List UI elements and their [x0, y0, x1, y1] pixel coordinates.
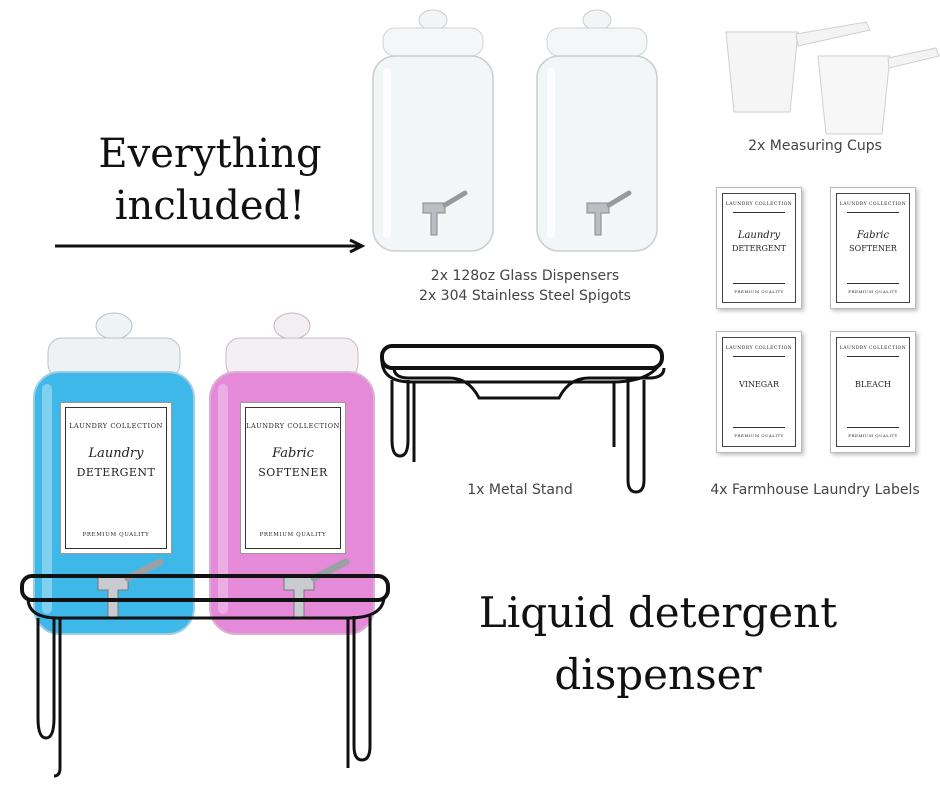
label-script-text: Fabric: [856, 230, 890, 241]
headline-line-1: Everything: [98, 131, 322, 177]
dispensers-caption-line-2: 2x 304 Stainless Steel Spigots: [419, 288, 631, 304]
jar-label-softener: LAUNDRY COLLECTION Fabric SOFTENER PREMI…: [240, 402, 346, 554]
headline-everything: Everything included!: [80, 128, 340, 232]
label-collection-text: LAUNDRY COLLECTION: [725, 202, 793, 207]
jar-label-collection-text: LAUNDRY COLLECTION: [246, 422, 340, 430]
empty-glass-dispenser-right: [536, 9, 658, 252]
label-card-softener: LAUNDRY COLLECTION Fabric SOFTENER PREMI…: [830, 187, 916, 309]
dispensers-caption-line-1: 2x 128oz Glass Dispensers: [430, 268, 620, 284]
jar-label-script-text: Laundry: [88, 446, 144, 461]
jar-label-detergent: LAUNDRY COLLECTION Laundry DETERGENT PRE…: [60, 402, 172, 554]
label-quality-text: PREMIUM QUALITY: [848, 289, 898, 294]
jar-label-main-text: DETERGENT: [76, 466, 156, 479]
label-card-detergent: LAUNDRY COLLECTION Laundry DETERGENT PRE…: [716, 187, 802, 309]
labels-caption: 4x Farmhouse Laundry Labels: [710, 482, 920, 498]
headline-bottom-line-2: dispenser: [554, 650, 762, 699]
empty-glass-dispenser-left: [372, 9, 494, 252]
stand-with-jars-icon: [20, 574, 390, 778]
label-card-vinegar: LAUNDRY COLLECTION VINEGAR PREMIUM QUALI…: [716, 331, 802, 453]
dispensers-caption: 2x 128oz Glass Dispensers 2x 304 Stainle…: [380, 266, 670, 306]
label-main-text: DETERGENT: [731, 244, 787, 253]
measuring-cup-icon: [725, 21, 940, 135]
label-card-bleach: LAUNDRY COLLECTION BLEACH PREMIUM QUALIT…: [830, 331, 916, 453]
label-main-text: BLEACH: [855, 380, 891, 389]
jar-label-script-text: Fabric: [272, 446, 314, 461]
label-collection-text: LAUNDRY COLLECTION: [725, 346, 793, 351]
headline-line-2: included!: [114, 183, 306, 229]
label-script-text: Laundry: [737, 230, 781, 241]
label-quality-text: PREMIUM QUALITY: [848, 433, 898, 438]
cups-caption: 2x Measuring Cups: [748, 138, 882, 154]
label-collection-text: LAUNDRY COLLECTION: [839, 346, 907, 351]
label-collection-text: LAUNDRY COLLECTION: [839, 202, 907, 207]
jar-label-collection-text: LAUNDRY COLLECTION: [69, 422, 163, 430]
label-main-text: VINEGAR: [739, 380, 779, 389]
label-main-text: SOFTENER: [849, 244, 897, 253]
headline-bottom-line-1: Liquid detergent: [478, 588, 838, 637]
label-quality-text: PREMIUM QUALITY: [734, 289, 784, 294]
label-quality-text: PREMIUM QUALITY: [734, 433, 784, 438]
jar-label-main-text: SOFTENER: [258, 466, 328, 479]
metal-stand-icon: [380, 344, 666, 494]
headline-liquid-detergent: Liquid detergent dispenser: [468, 582, 848, 706]
jar-label-quality-text: PREMIUM QUALITY: [82, 532, 150, 538]
jar-label-quality-text: PREMIUM QUALITY: [259, 532, 327, 538]
stand-caption: 1x Metal Stand: [467, 482, 573, 498]
